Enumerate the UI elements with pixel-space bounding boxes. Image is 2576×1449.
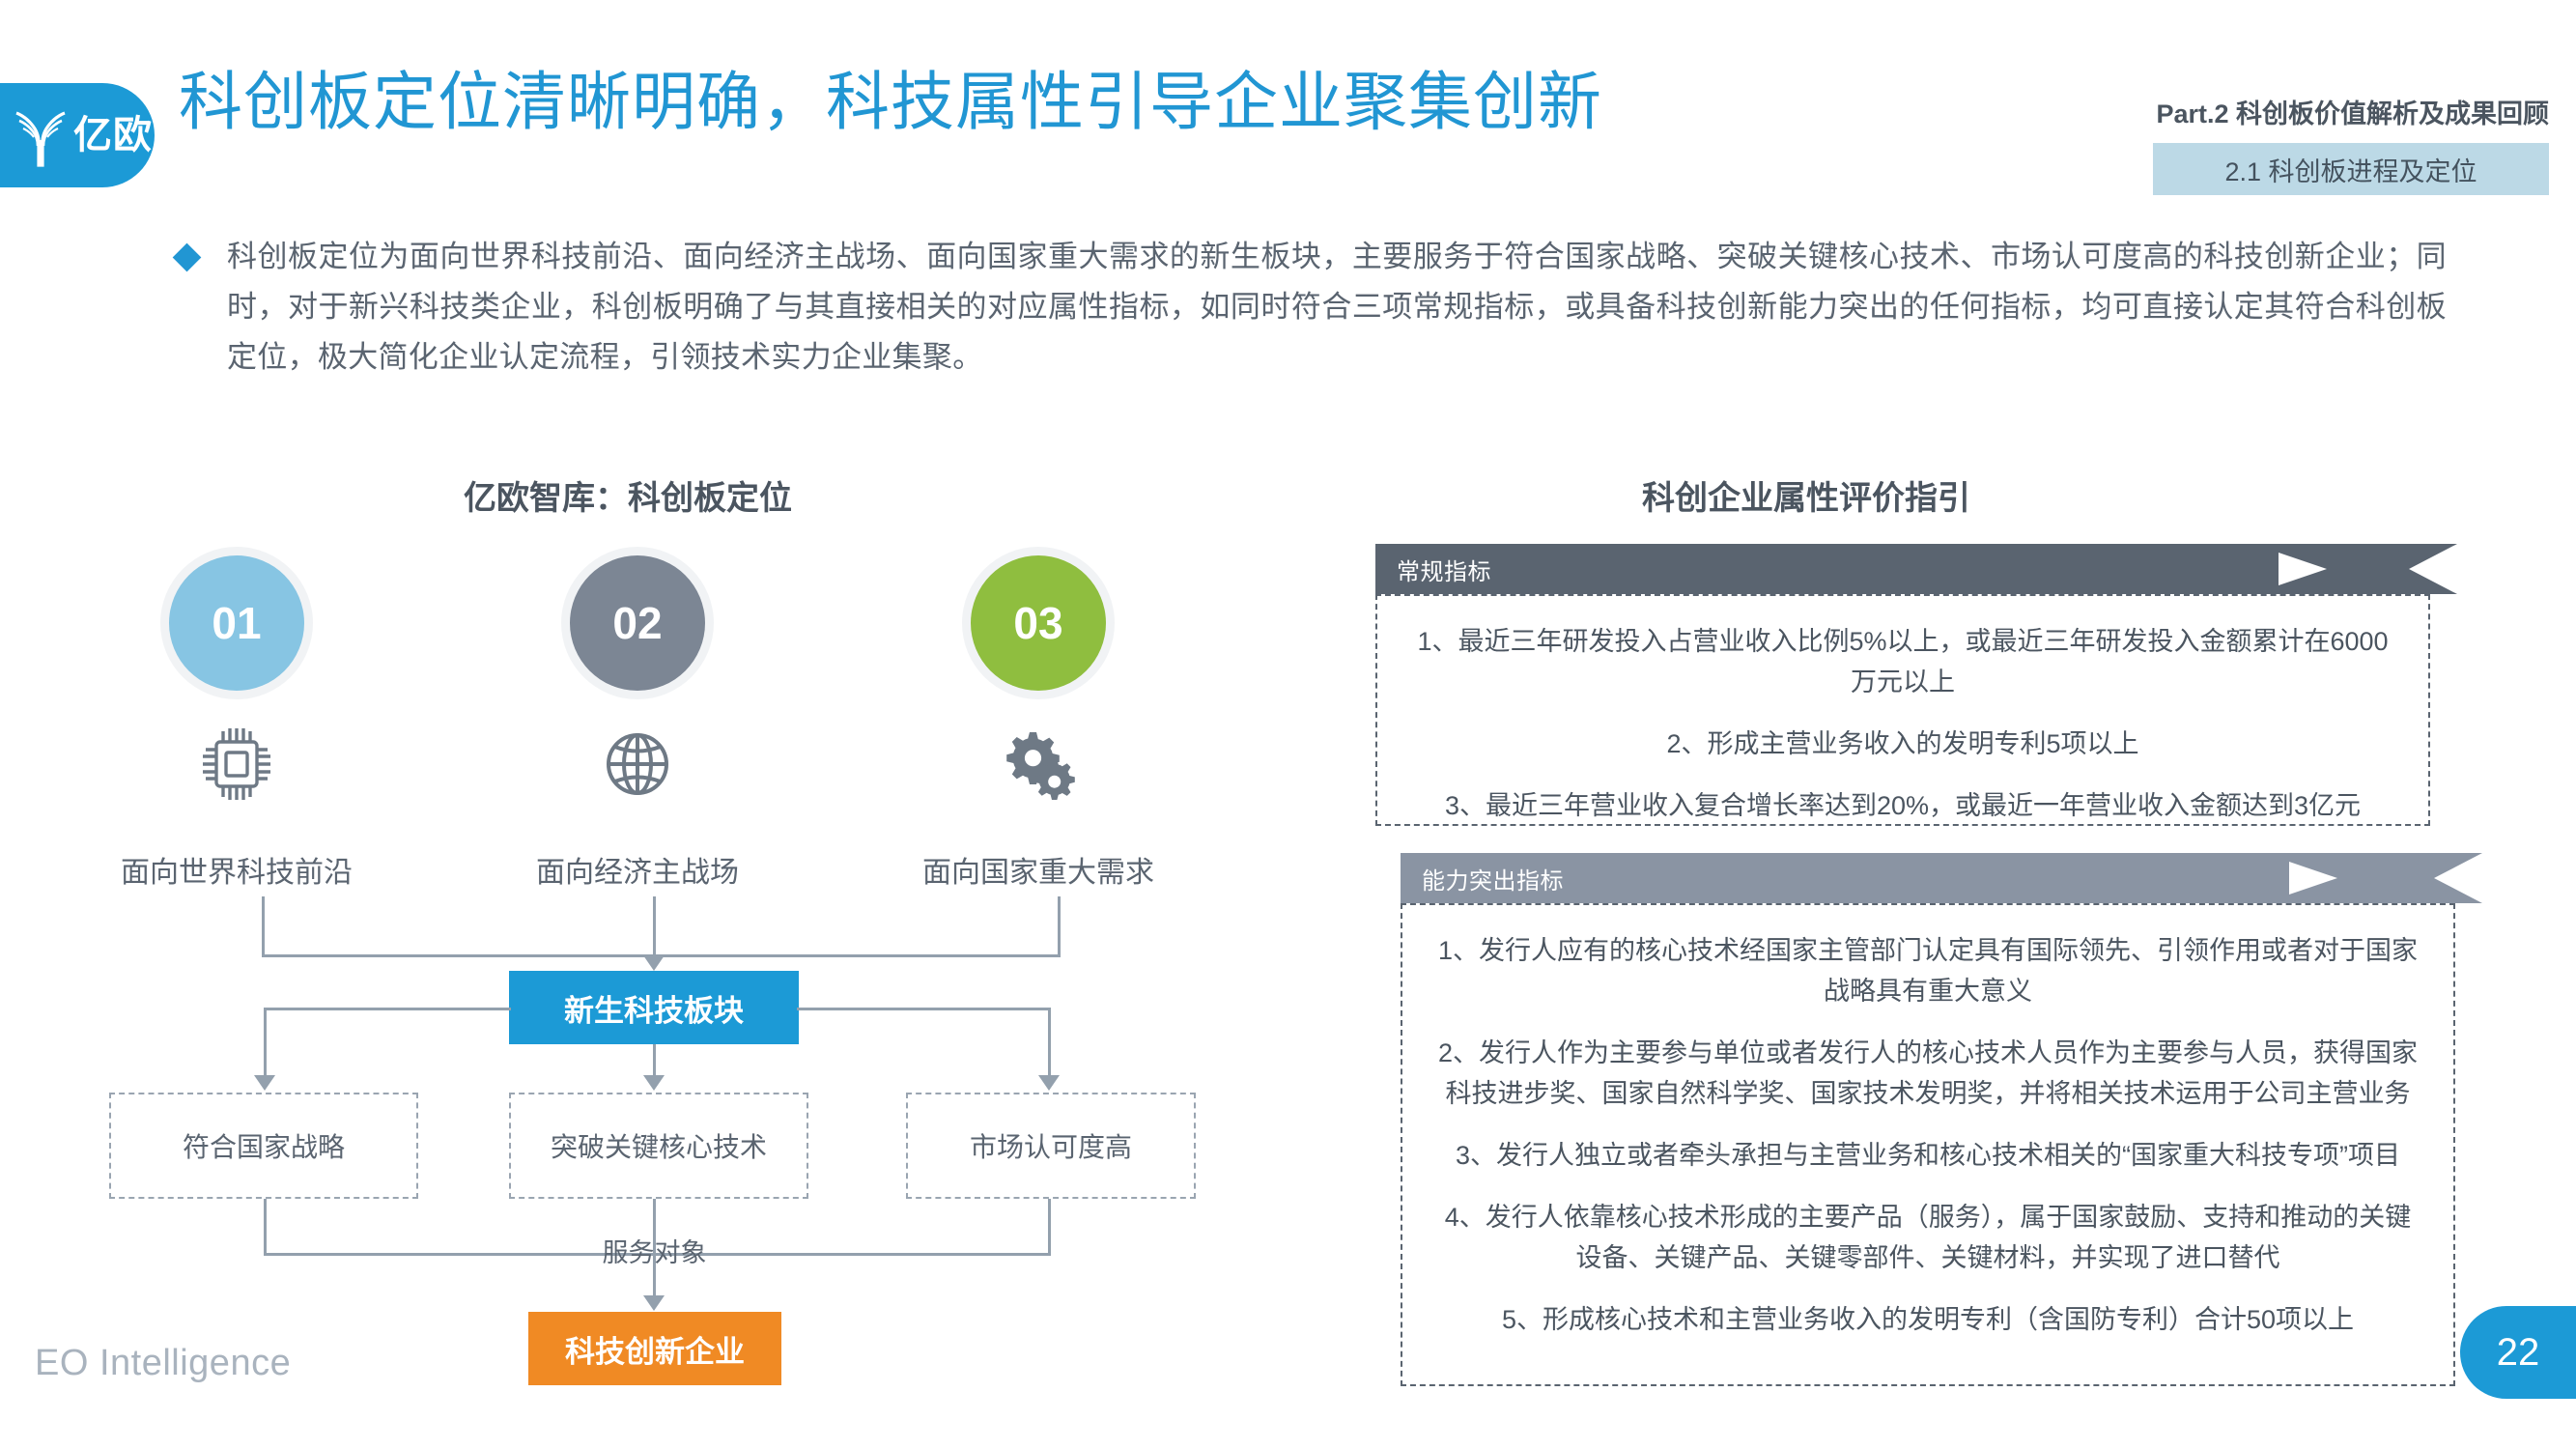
criteria-box-3: 市场认可度高: [906, 1093, 1196, 1199]
connector-arrow: [643, 1295, 665, 1311]
criteria-box-2: 突破关键核心技术: [509, 1093, 808, 1199]
ribbon-regular-metrics: 常规指标: [1375, 544, 2457, 594]
pillar-label-02: 面向经济主战场: [536, 857, 739, 889]
footer-brand: EO Intelligence: [35, 1343, 292, 1383]
page-number-badge: 22: [2460, 1306, 2576, 1399]
connector-line: [653, 896, 656, 956]
left-panel-heading: 亿欧智库：科创板定位: [464, 480, 792, 517]
metric-item: 4、发行人依靠核心技术形成的主要产品（服务），属于国家鼓励、支持和推动的关键设备…: [1444, 1203, 2412, 1272]
metric-item: 2、形成主营业务收入的发明专利5项以上: [1666, 729, 2139, 758]
gears-icon: [971, 720, 1106, 809]
criteria-box-1: 符合国家战略: [109, 1093, 418, 1199]
connector-line: [264, 1008, 511, 1010]
connector-line: [653, 1199, 656, 1297]
brand-logo-badge: 亿欧: [0, 83, 155, 187]
metric-item: 1、最近三年研发投入占营业收入比例5%以上，或最近三年研发投入金额累计在6000…: [1417, 627, 2389, 696]
connector-line: [1048, 1199, 1051, 1255]
ribbon-label-2: 能力突出指标: [1422, 867, 1564, 895]
pillar-circle-03: 03: [971, 555, 1106, 691]
summary-bullet-text: 科创板定位为面向世界科技前沿、面向经济主战场、面向国家重大需求的新生板块，主要服…: [227, 240, 2447, 374]
metric-item: 1、发行人应有的核心技术经国家主管部门认定具有国际领先、引领作用或者对于国家战略…: [1437, 936, 2418, 1006]
part-label: Part.2 科创板价值解析及成果回顾: [2156, 99, 2549, 128]
metric-item: 2、发行人作为主要参与单位或者发行人的核心技术人员作为主要参与人员，获得国家科技…: [1437, 1038, 2418, 1108]
connector-arrow: [1038, 1075, 1060, 1091]
summary-bullet: 科创板定位为面向世界科技前沿、面向经济主战场、面向国家重大需求的新生板块，主要服…: [172, 232, 2447, 383]
brand-logo-text: 亿欧: [73, 114, 153, 156]
diamond-bullet-icon: [172, 242, 202, 272]
metric-item: 5、形成核心技术和主营业务收入的发明专利（含国防专利）合计50项以上: [1501, 1305, 2355, 1334]
pillar-label-01: 面向世界科技前沿: [121, 857, 353, 889]
connector-line: [1048, 1008, 1051, 1077]
globe-icon: [570, 720, 705, 809]
hub-box: 新生科技板块: [509, 971, 799, 1044]
connector-arrow: [254, 1075, 275, 1091]
connector-line: [264, 1199, 267, 1255]
connector-line: [264, 1253, 1051, 1256]
section-chip: 2.1 科创板进程及定位: [2153, 143, 2549, 195]
right-panel-heading: 科创企业属性评价指引: [1642, 480, 1970, 517]
pillar-label-03: 面向国家重大需求: [922, 857, 1154, 889]
eo-tree-logo-icon: [15, 111, 66, 167]
serve-target-label: 服务对象: [602, 1238, 707, 1267]
capability-metrics-panel: 1、发行人应有的核心技术经国家主管部门认定具有国际领先、引领作用或者对于国家战略…: [1401, 903, 2455, 1386]
connector-arrow: [643, 1075, 665, 1091]
chip-icon: [169, 720, 304, 809]
regular-metrics-panel: 1、最近三年研发投入占营业收入比例5%以上，或最近三年研发投入金额累计在6000…: [1375, 594, 2430, 826]
page-title: 科创板定位清晰明确，科技属性引导企业聚集创新: [179, 66, 1602, 137]
pillar-circle-02: 02: [570, 555, 705, 691]
connector-arrow: [643, 955, 665, 971]
connector-line: [653, 1044, 656, 1077]
ribbon-capability-metrics: 能力突出指标: [1401, 853, 2482, 903]
connector-line: [1058, 896, 1061, 956]
ribbon-label-1: 常规指标: [1397, 558, 1491, 585]
pillar-circle-01: 01: [169, 555, 304, 691]
metric-item: 3、最近三年营业收入复合增长率达到20%，或最近一年营业收入金额达到3亿元: [1444, 791, 2362, 820]
connector-line: [797, 1008, 1051, 1010]
connector-line: [262, 896, 265, 956]
metric-item: 3、发行人独立或者牵头承担与主营业务和核心技术相关的“国家重大科技专项”项目: [1456, 1141, 2400, 1170]
connector-line: [264, 1008, 267, 1077]
target-box: 科技创新企业: [528, 1312, 781, 1385]
